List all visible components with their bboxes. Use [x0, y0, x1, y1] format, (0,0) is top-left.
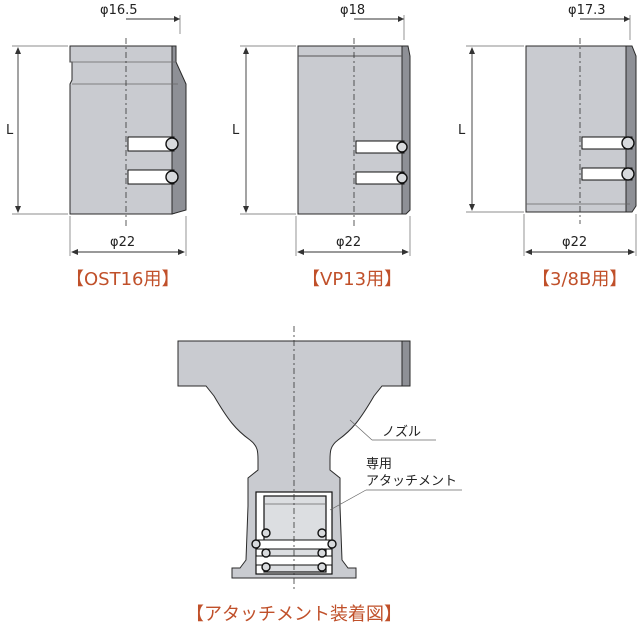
nozzle-body [177, 340, 411, 579]
ost16-length-label: L [6, 123, 14, 138]
3-8b-body [525, 45, 631, 213]
vp13-caption: 【VP13用】 [302, 269, 402, 290]
ost16-body [69, 45, 179, 215]
callout-attachment-line2: アタッチメント [366, 474, 457, 489]
assembly-drawing: ノズル 専用 アタッチメント 【アタッチメント装着図】 [177, 326, 462, 625]
callout-nozzle: ノズル [382, 424, 421, 440]
callout-attachment-line1: 専用 [366, 457, 392, 472]
ost16-caption: 【OST16用】 [66, 269, 180, 290]
part-ost16: φ16.5 L φ22 【OST16用】 [6, 3, 187, 290]
assembly-caption: 【アタッチメント装着図】 [186, 604, 402, 625]
part-3-8b: φ17.3 L φ22 【3/8B用】 [458, 3, 637, 290]
vp13-body [297, 51, 403, 215]
vp13-length-label: L [232, 123, 240, 138]
3-8b-bottom-diameter: φ22 [562, 235, 587, 250]
part-vp13: φ18 L φ22 【VP13用】 [232, 3, 411, 290]
3-8b-top-diameter: φ17.3 [568, 3, 606, 18]
3-8b-length-label: L [458, 123, 466, 138]
vp13-bottom-diameter: φ22 [336, 235, 361, 250]
vp13-top-diameter: φ18 [340, 3, 365, 18]
ost16-top-diameter: φ16.5 [100, 3, 138, 18]
ost16-bottom-diameter: φ22 [110, 235, 135, 250]
3-8b-caption: 【3/8B用】 [532, 269, 627, 290]
